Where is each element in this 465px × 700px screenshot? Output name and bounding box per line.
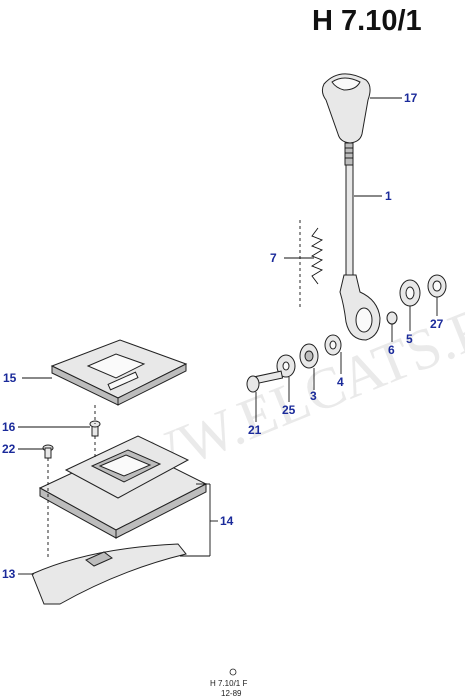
bush-part [324, 334, 342, 356]
callout-15: 15 [3, 371, 17, 385]
bushing-part [386, 311, 398, 325]
callout-13: 13 [2, 567, 16, 581]
leader-lines [18, 97, 438, 575]
gear-knob-part [321, 73, 371, 166]
footer-code: H 7.10/1 F [210, 679, 247, 688]
assembly-lines [47, 220, 301, 560]
spring-part [310, 227, 324, 285]
callout-7: 7 [270, 251, 277, 265]
gaiter-boot-part [31, 543, 187, 605]
page-title: H 7.10/1 [312, 5, 422, 37]
callout-27: 27 [430, 317, 444, 331]
callout-21: 21 [248, 423, 262, 437]
callout-3: 3 [310, 389, 317, 403]
callout-4: 4 [337, 375, 344, 389]
callout-5: 5 [406, 332, 413, 346]
footer-symbol [229, 668, 237, 676]
callout-6: 6 [388, 343, 395, 357]
nut-part [427, 274, 447, 298]
callout-1: 1 [385, 189, 392, 203]
spacer-part [299, 343, 319, 369]
footer-date: 12-89 [221, 689, 242, 698]
gear-lever-part [339, 164, 381, 341]
screw-part-2 [42, 444, 54, 459]
callout-labels: 17 1 7 27 5 6 4 3 25 21 15 16 22 14 13 [2, 91, 444, 581]
washer-part [399, 279, 421, 307]
footer: H 7.10/1 F 12-89 [210, 668, 247, 698]
callout-17: 17 [404, 91, 418, 105]
callout-14: 14 [220, 514, 234, 528]
callout-22: 22 [2, 442, 16, 456]
bolt-part [246, 370, 284, 393]
callout-16: 16 [2, 420, 16, 434]
callout-25: 25 [282, 403, 296, 417]
indicator-cover-part [50, 339, 188, 406]
